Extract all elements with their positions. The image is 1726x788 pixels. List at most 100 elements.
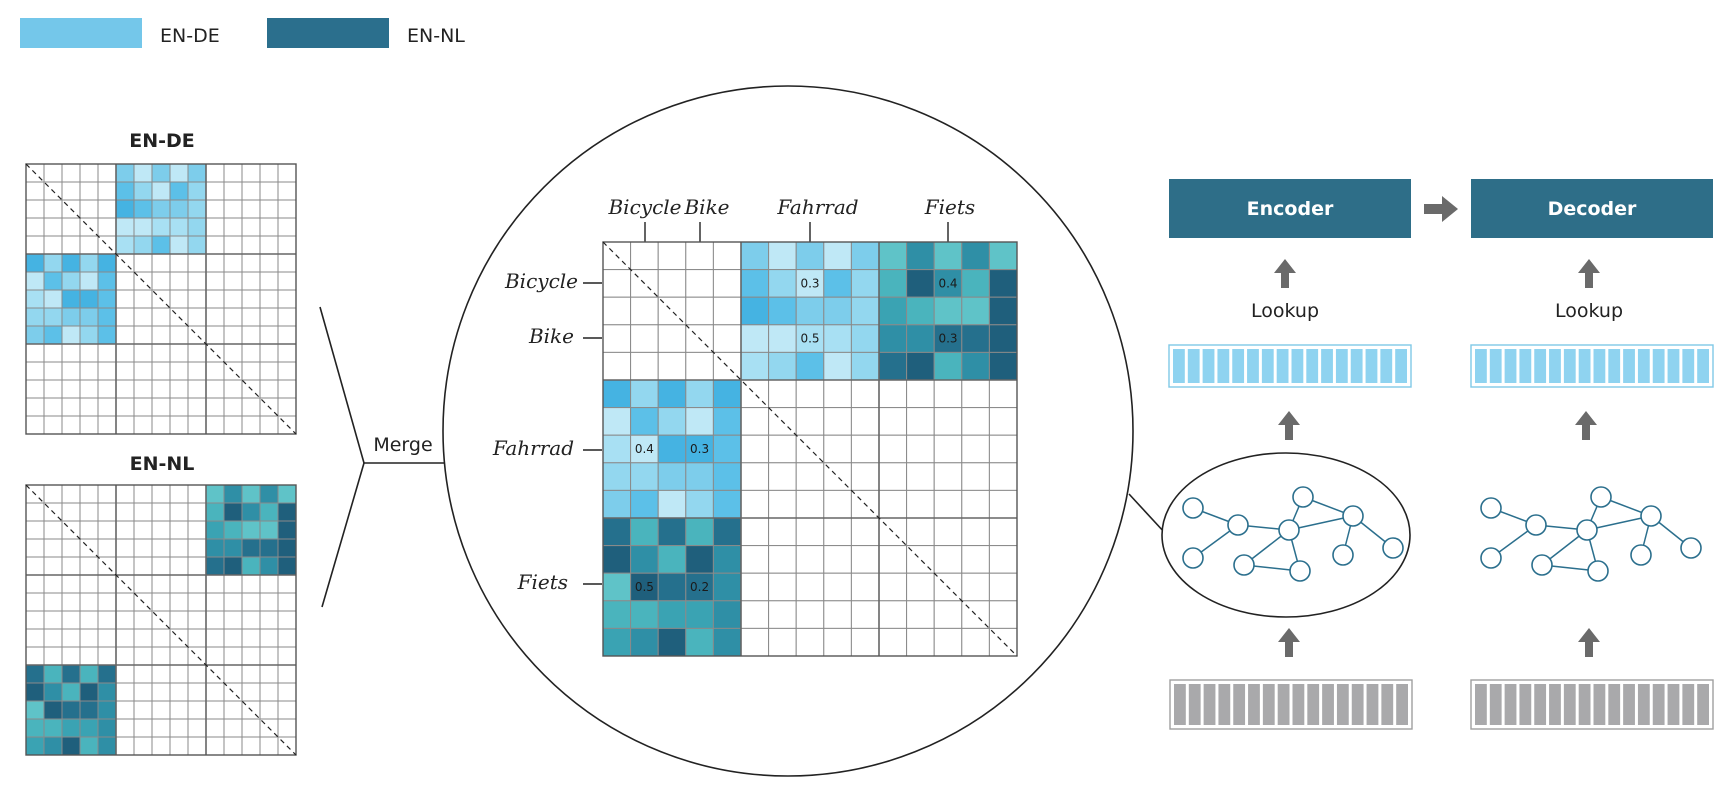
en-de-cell [43,379,63,399]
en-nl-cell [223,520,243,540]
zoom-cell [823,407,852,436]
zoom-cell [988,545,1018,574]
en-de-cell [79,199,99,219]
en-nl-cell [223,628,243,648]
en-nl-cell [187,700,207,720]
en-de-border [25,163,297,435]
en-nl-cell [169,700,189,720]
zoom-cell [630,379,659,409]
zoom-cell [906,572,935,602]
zoom-cell [850,269,880,298]
en-nl-cell [151,718,171,738]
zoom-cell [685,489,714,519]
zoom-cell [795,324,825,353]
en-nl-cell [25,520,45,540]
en-de-cell [151,307,171,327]
en-de-cell [61,217,81,237]
zoom-cell [630,517,659,547]
en-de-cell [169,217,189,237]
en-de-cell [25,181,45,201]
en-nl-cell [277,718,297,738]
zoom-cell [961,296,990,326]
en-de-cell [115,397,135,417]
graph-encoder-node [1332,544,1354,566]
en-nl-cell [187,610,207,630]
en-de-cell [79,379,99,399]
graph-encoder-node [1278,519,1300,541]
en-de-cell [79,361,99,381]
decoder-label: Decoder [1548,198,1637,220]
en-nl-cell [115,700,135,720]
zoom-cell-value: 0.3 [690,442,709,456]
en-nl-cell [205,736,225,756]
zoom-cell [906,462,935,491]
en-nl-cell [43,646,63,666]
zoom-cell [823,627,852,657]
zoom-cell [961,379,990,409]
en-nl-cell [115,538,135,558]
zoom-cell [878,269,908,298]
en-de-cell [61,343,81,363]
zoom-cell [795,627,825,657]
en-nl-cell [241,520,261,540]
en-de-cell [205,253,225,273]
zoom-cell [602,489,632,519]
en-de-cell [259,289,279,309]
zoom-cell [630,545,659,574]
graph-decoder-node [1480,547,1502,569]
en-nl-cell [97,574,117,594]
zoom-cell [630,627,659,657]
en-de-cell [133,217,153,237]
zoom-cell [685,572,714,602]
graph-decoder-node [1480,497,1502,519]
legend: EN-DE EN-NL [20,18,465,48]
en-nl-cell [115,718,135,738]
en-de-cell [61,253,81,273]
graph-decoder-node [1590,486,1612,508]
en-nl-cell [277,610,297,630]
en-de-cell [259,199,279,219]
en-de-cell [133,253,153,273]
en-nl-cell [115,556,135,576]
en-de-cell [259,307,279,327]
graph-encoder-node [1292,486,1314,508]
en-nl-cell [259,556,279,576]
zoom-cell [657,545,687,574]
en-de-cell [133,235,153,255]
en-nl-cell [151,592,171,612]
en-nl-cell [169,520,189,540]
zoom-cell [712,462,742,491]
zoom-cell [602,572,632,602]
zoom-cell [657,462,687,491]
zoom-cell [823,269,852,298]
graph-encoder-node [1227,514,1249,536]
en-de-cell [223,271,243,291]
zoom-cell [850,407,880,436]
zoom-cell [961,462,990,491]
en-de-cell [187,163,207,183]
en-de-cell [115,343,135,363]
en-nl-cell [205,646,225,666]
legend-swatch-en-de [20,18,142,48]
en-nl-cell [97,646,117,666]
en-nl-cell [79,556,99,576]
en-nl-cell [151,484,171,504]
en-de-cell [115,415,135,435]
en-nl-cell [115,484,135,504]
zoom-cell [850,241,880,271]
en-nl-cell [133,538,153,558]
en-nl-cell [79,538,99,558]
en-de-cell [133,289,153,309]
en-de-cell [187,253,207,273]
en-nl-cell [97,682,117,702]
embedding-bar-encoder [1168,344,1412,388]
en-nl-cell [259,700,279,720]
en-nl-cell [169,664,189,684]
en-nl-cell [151,538,171,558]
en-de-cell [43,217,63,237]
en-nl-cell [277,484,297,504]
en-de-cell [25,343,45,363]
en-de-cell [205,271,225,291]
en-de-cell [25,379,45,399]
graph-decoder-node [1525,514,1547,536]
